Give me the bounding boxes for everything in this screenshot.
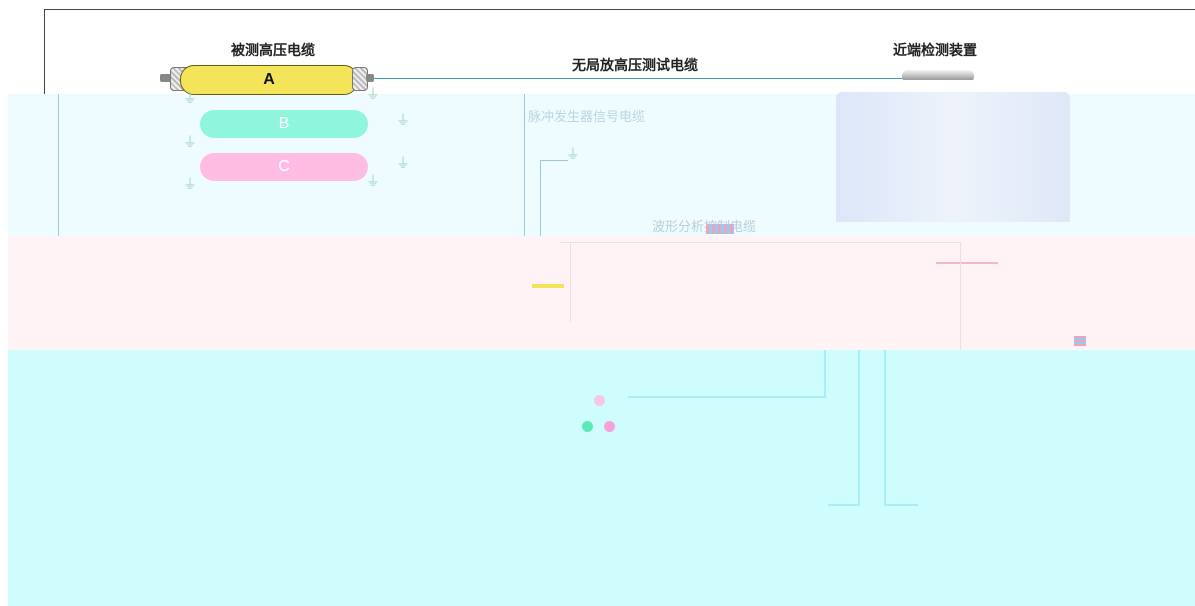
cable-a-core-right <box>366 74 374 82</box>
left-ground-wire <box>58 94 59 236</box>
ground-icon: ⏚ <box>396 156 410 172</box>
circuit-wire <box>560 242 960 243</box>
pd-free-cable-line <box>374 78 904 79</box>
cable-phase-b: B <box>200 110 368 138</box>
pulse-cable-wire-2 <box>540 160 541 236</box>
circuit-wire <box>960 242 961 350</box>
phase-dot-icon <box>582 421 593 432</box>
phase-c-label: C <box>278 158 290 175</box>
ground-icon: ⏚ <box>183 135 197 151</box>
phase-dot-icon <box>594 395 605 406</box>
lower-wire <box>828 504 860 506</box>
cable-a-core-left <box>160 74 172 82</box>
circuit-wire <box>570 242 571 322</box>
phase-dot-icon <box>604 421 615 432</box>
lower-wire <box>824 350 826 398</box>
label-cable-under-test: 被测高压电缆 <box>231 43 315 59</box>
ground-icon: ⏚ <box>183 91 197 107</box>
ground-icon: ⏚ <box>396 113 410 129</box>
terminal-icon <box>1074 336 1086 346</box>
phase-a-terminal-mark <box>532 284 564 288</box>
connector-icon <box>706 224 734 234</box>
lower-wire <box>628 396 826 398</box>
diagram-frame-left <box>44 9 45 94</box>
pulse-cable-wire-3 <box>540 160 568 161</box>
pulse-cable-wire <box>524 94 525 236</box>
label-pulse-signal-cable: 脉冲发生器信号电缆 <box>528 110 646 125</box>
label-near-end-device: 近端检测装置 <box>893 43 977 59</box>
diagram-frame-top <box>44 9 1195 10</box>
ground-icon: ⏚ <box>566 147 580 163</box>
cable-phase-c: C <box>200 153 368 181</box>
phase-a-label: A <box>263 71 275 88</box>
lower-wire <box>884 350 886 506</box>
label-pd-free-cable: 无局放高压测试电缆 <box>572 58 698 74</box>
label-wave-control-cable: 波形分析控制电缆 <box>652 220 757 235</box>
ground-icon: ⏚ <box>366 174 380 190</box>
lower-wire <box>884 504 918 506</box>
phase-b-label: B <box>278 115 290 132</box>
lower-cyan-band <box>8 350 1195 606</box>
switch-symbol <box>936 262 998 274</box>
near-end-device-body <box>836 92 1070 222</box>
device-cap-icon <box>902 70 974 80</box>
lower-wire <box>858 350 860 506</box>
cable-phase-a: A <box>180 65 358 95</box>
ground-icon: ⏚ <box>183 177 197 193</box>
middle-pink-band <box>8 236 1195 350</box>
ground-icon: ⏚ <box>366 87 380 103</box>
